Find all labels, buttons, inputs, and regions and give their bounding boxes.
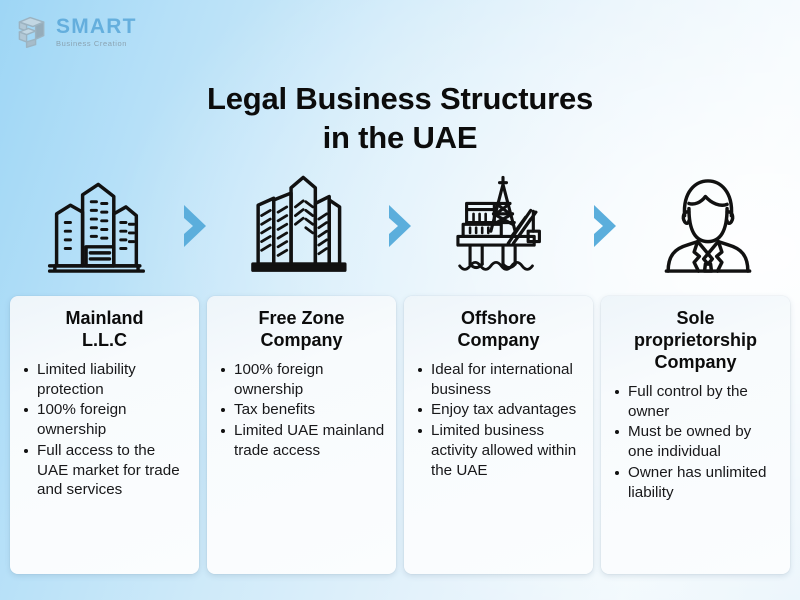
flow-icon-cell-sole [625, 168, 790, 283]
list-item: 100% foreign ownership [217, 360, 386, 400]
card-title-line-2: Company [260, 329, 343, 350]
chevron-right-icon-1 [175, 203, 215, 249]
chevron-right-icon-3 [585, 203, 625, 249]
card-mainland-llc[interactable]: Mainland L.L.C Limited liability protect… [10, 296, 199, 574]
card-bullet-list: Full control by the owner Must be owned … [611, 382, 780, 503]
card-offshore-company[interactable]: Offshore Company Ideal for international… [404, 296, 593, 574]
cube-logo-icon [14, 14, 50, 50]
flow-icon-cell-freezone [215, 168, 380, 283]
page-title: Legal Business Structures in the UAE [0, 79, 800, 158]
brand-name: SMART [56, 15, 137, 39]
card-bullet-list: Limited liability protection 100% foreig… [20, 360, 189, 500]
card-sole-proprietorship-company[interactable]: Sole proprietorship Company Full control… [601, 296, 790, 574]
skyscrapers-icon [246, 174, 350, 278]
card-title-line-1: Sole [676, 308, 715, 328]
list-item: Limited liability protection [20, 360, 189, 400]
list-item: Full control by the owner [611, 382, 780, 422]
card-title: Offshore Company [414, 308, 583, 352]
card-bullet-list: Ideal for international business Enjoy t… [414, 360, 583, 481]
card-title: Sole proprietorship Company [611, 308, 780, 374]
card-title: Free Zone Company [217, 308, 386, 352]
card-free-zone-company[interactable]: Free Zone Company 100% foreign ownership… [207, 296, 396, 574]
office-buildings-icon [41, 174, 145, 278]
page-title-line-2: in the UAE [322, 120, 478, 156]
card-title: Mainland L.L.C [20, 308, 189, 352]
list-item: Enjoy tax advantages [414, 400, 583, 420]
brand-logo: SMART Business Creation [14, 14, 137, 50]
card-title-line-2: L.L.C [82, 329, 127, 350]
chevron-right-icon-2 [380, 203, 420, 249]
card-title-line-1: Mainland [65, 308, 144, 328]
brand-logo-text: SMART Business Creation [56, 16, 137, 48]
card-title-line-1: Offshore [460, 308, 536, 328]
flow-icon-cell-mainland [10, 168, 175, 283]
card-title-line-2: Company [457, 329, 540, 350]
list-item: Tax benefits [217, 400, 386, 420]
list-item: Owner has unlimited liability [611, 463, 780, 503]
list-item: Limited business activity allowed within… [414, 421, 583, 480]
list-item: Must be owned by one individual [611, 422, 780, 462]
list-item: Ideal for international business [414, 360, 583, 400]
list-item: Full access to the UAE market for trade … [20, 441, 189, 500]
card-bullet-list: 100% foreign ownership Tax benefits Limi… [217, 360, 386, 461]
page-title-line-1: Legal Business Structures [206, 80, 594, 116]
brand-tagline: Business Creation [56, 39, 128, 49]
list-item: Limited UAE mainland trade access [217, 421, 386, 461]
card-title-line-2: proprietorship Company [633, 329, 757, 372]
structure-cards: Mainland L.L.C Limited liability protect… [10, 296, 790, 574]
businessman-avatar-icon [656, 174, 760, 278]
flow-icon-cell-offshore [420, 168, 585, 283]
flow-icon-row [10, 168, 790, 283]
card-title-line-1: Free Zone [258, 308, 345, 328]
offshore-oil-rig-icon [451, 174, 555, 278]
list-item: 100% foreign ownership [20, 400, 189, 440]
